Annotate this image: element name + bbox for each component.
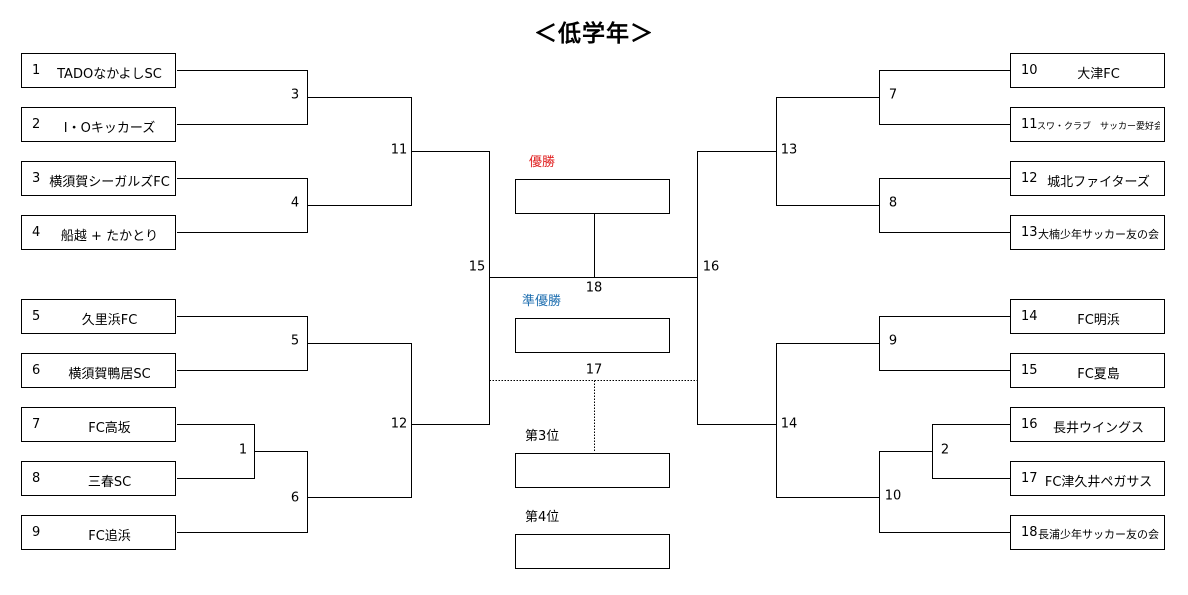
team-seed: 3 bbox=[32, 171, 41, 186]
team-box-7: 7 FC高坂 bbox=[21, 407, 176, 442]
team-seed: 11 bbox=[1021, 117, 1038, 132]
team-seed: 18 bbox=[1021, 525, 1038, 540]
third-place-label: 第3位 bbox=[525, 429, 560, 444]
bracket-line-m8 bbox=[879, 178, 1010, 233]
team-seed: 5 bbox=[32, 309, 41, 324]
match-number-11: 11 bbox=[390, 142, 408, 158]
match-number-4: 4 bbox=[290, 195, 300, 211]
runner-up-box bbox=[515, 318, 670, 353]
team-name: FC明浜 bbox=[1077, 313, 1120, 328]
team-name: FC高坂 bbox=[88, 421, 131, 436]
match-number-13: 13 bbox=[780, 142, 798, 158]
bracket-line-m9 bbox=[879, 316, 1010, 371]
team-seed: 4 bbox=[32, 225, 41, 240]
bracket-line-m10 bbox=[879, 451, 1010, 533]
match-number-3: 3 bbox=[290, 87, 300, 103]
team-name: スワ・クラブ サッカー愛好会 bbox=[1037, 122, 1160, 132]
bracket-line-m6 bbox=[177, 451, 308, 533]
team-box-5: 5 久里浜FC bbox=[21, 299, 176, 334]
team-name: 長浦少年サッカー友の会 bbox=[1038, 528, 1159, 541]
team-box-13: 13 大楠少年サッカー友の会 bbox=[1010, 215, 1165, 250]
page-title: ＜低学年＞ bbox=[534, 21, 654, 47]
team-seed: 6 bbox=[32, 363, 41, 378]
team-seed: 12 bbox=[1021, 171, 1038, 186]
team-box-9: 9 FC追浜 bbox=[21, 515, 176, 550]
bracket-line-m14 bbox=[776, 343, 880, 498]
third-place-box bbox=[515, 453, 670, 488]
team-name: 船越 + たかとり bbox=[60, 229, 159, 244]
bracket-line-m16 bbox=[697, 151, 777, 425]
team-name: I・Oキッカーズ bbox=[63, 121, 156, 136]
champion-label: 優勝 bbox=[529, 155, 556, 170]
team-seed: 1 bbox=[32, 63, 41, 78]
fourth-place-label: 第4位 bbox=[525, 510, 560, 525]
team-box-2: 2 I・Oキッカーズ bbox=[21, 107, 176, 142]
bracket-line-m15 bbox=[411, 151, 490, 425]
team-box-1: 1 TADOなかよしSC bbox=[21, 53, 176, 88]
team-name: FC追浜 bbox=[88, 529, 131, 544]
team-seed: 10 bbox=[1021, 63, 1038, 78]
match-number-17: 17 bbox=[585, 362, 603, 378]
team-seed: 16 bbox=[1021, 417, 1038, 432]
team-name: 長井ウイングス bbox=[1052, 421, 1144, 436]
bracket-line-m7 bbox=[879, 70, 1010, 125]
team-box-6: 6 横須賀鴨居SC bbox=[21, 353, 176, 388]
match-number-14: 14 bbox=[780, 416, 798, 432]
team-seed: 13 bbox=[1021, 225, 1038, 240]
team-box-3: 3 横須賀シーガルズFC bbox=[21, 161, 176, 196]
team-box-12: 12 城北ファイターズ bbox=[1010, 161, 1165, 196]
team-name: 三春SC bbox=[87, 475, 132, 490]
match-number-2: 2 bbox=[940, 442, 950, 458]
match-number-9: 9 bbox=[888, 333, 898, 349]
team-name: 横須賀鴨居SC bbox=[68, 367, 151, 382]
team-box-8: 8 三春SC bbox=[21, 461, 176, 496]
team-name: 横須賀シーガルズFC bbox=[49, 175, 170, 190]
match-number-8: 8 bbox=[888, 195, 898, 211]
match-number-16: 16 bbox=[702, 259, 720, 275]
team-name: 久里浜FC bbox=[81, 313, 138, 328]
team-seed: 15 bbox=[1021, 363, 1038, 378]
bracket-line-m5 bbox=[177, 316, 308, 371]
team-seed: 2 bbox=[32, 117, 41, 132]
team-seed: 9 bbox=[32, 525, 41, 540]
team-seed: 8 bbox=[32, 471, 41, 486]
match-number-5: 5 bbox=[290, 333, 300, 349]
team-seed: 14 bbox=[1021, 309, 1038, 324]
bracket-line-m4 bbox=[177, 178, 308, 233]
bracket-line-m3 bbox=[177, 70, 308, 125]
team-name: FC夏島 bbox=[1077, 367, 1120, 382]
team-box-16: 16 長井ウイングス bbox=[1010, 407, 1165, 442]
team-name: TADOなかよしSC bbox=[57, 67, 162, 82]
team-box-15: 15 FC夏島 bbox=[1010, 353, 1165, 388]
team-box-18: 18 長浦少年サッカー友の会 bbox=[1010, 515, 1165, 550]
runner-up-label: 準優勝 bbox=[522, 294, 562, 309]
match-number-6: 6 bbox=[290, 490, 300, 506]
match-number-18: 18 bbox=[585, 280, 603, 296]
team-name: 大津FC bbox=[1077, 67, 1120, 82]
team-seed: 17 bbox=[1021, 471, 1038, 486]
champion-box bbox=[515, 179, 670, 214]
team-box-14: 14 FC明浜 bbox=[1010, 299, 1165, 334]
fourth-place-box bbox=[515, 534, 670, 569]
team-seed: 7 bbox=[32, 417, 41, 432]
team-name: FC津久井ペガサス bbox=[1044, 475, 1153, 490]
match-number-10: 10 bbox=[884, 488, 902, 504]
team-name: 城北ファイターズ bbox=[1047, 175, 1150, 190]
team-name: 大楠少年サッカー友の会 bbox=[1038, 228, 1159, 241]
team-box-11: 11 スワ・クラブ サッカー愛好会 bbox=[1010, 107, 1165, 142]
match-number-7: 7 bbox=[888, 87, 898, 103]
bracket-line-m12 bbox=[307, 343, 412, 498]
team-box-17: 17 FC津久井ペガサス bbox=[1010, 461, 1165, 496]
match-number-12: 12 bbox=[390, 416, 408, 432]
team-box-4: 4 船越 + たかとり bbox=[21, 215, 176, 250]
match-number-1: 1 bbox=[238, 442, 248, 458]
match-number-15: 15 bbox=[468, 259, 486, 275]
team-box-10: 10 大津FC bbox=[1010, 53, 1165, 88]
